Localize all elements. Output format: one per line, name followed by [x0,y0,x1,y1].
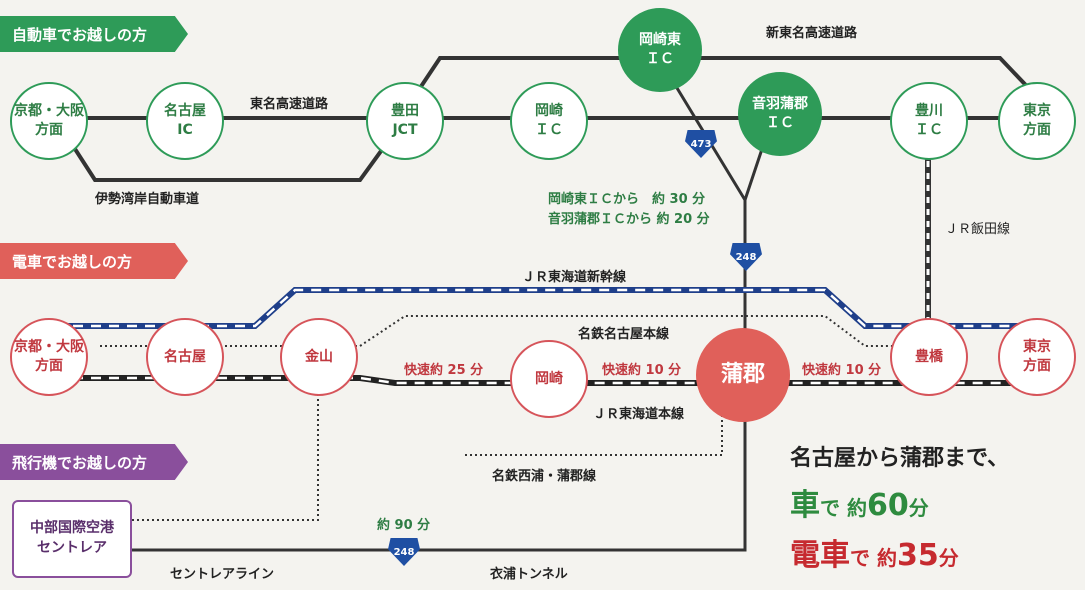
summary-car-word: 車 [790,488,820,523]
node-kanayama: 金山 [280,318,358,396]
summary-car-unit: 分 [908,496,929,520]
airport-road-line [132,410,747,552]
node-toyohashi: 豊橋 [890,318,968,396]
node-okazaki-ic: 岡崎 ＩＣ [510,82,588,160]
node-okazaki: 岡崎 [510,340,588,418]
section-tab-car: 自動車でお越しの方 [0,16,188,52]
summary-line1: 名古屋から蒲郡まで、 [790,446,1010,471]
label-isewangan: 伊勢湾岸自動車道 [95,192,200,207]
label-car-times: 岡崎東ＩＣから 約 30 分 音羽蒲郡ＩＣから 約 20 分 [548,192,710,227]
node-nagoya: 名古屋 [146,318,224,396]
summary-train-word: 電車 [790,538,850,573]
node-otowagamagori-ic: 音羽蒲郡 ＩＣ [738,72,822,156]
label-rapid-10-west: 快速約 10 分 [602,363,682,378]
summary-box: 名古屋から蒲郡まで、 車で 約60分 電車で 約35分 [790,440,1009,574]
label-shin-tomei: 新東名高速道路 [766,26,858,41]
label-jr-iida: ＪＲ飯田線 [945,222,1011,237]
label-time-90: 約 90 分 [377,518,431,533]
label-rapid-25: 快速約 25 分 [404,363,484,378]
section-tab-plane: 飛行機でお越しの方 [0,444,188,480]
section-tab-train: 電車でお越しの方 [0,243,188,279]
node-toyota-jct: 豊田 JCT [366,82,444,160]
summary-car: 車で 約60分 [790,480,1009,524]
label-jr-tokaido: ＪＲ東海道本線 [593,407,685,422]
node-gamagori: 蒲郡 [696,328,790,422]
centrair-rail-line [132,383,319,521]
summary-car-de: で 約 [820,496,867,520]
node-toyokawa-ic: 豊川 ＩＣ [890,82,968,160]
summary-train-num: 35 [896,538,939,573]
meitetsu-nishiura-line [465,410,723,456]
label-kinoura-tunnel: 衣浦トンネル [490,567,568,582]
node-train-tokyo: 東京 方面 [998,318,1076,396]
shinkansen-line [55,287,1040,329]
node-okazaki-higashi-ic: 岡崎東 ＩＣ [618,8,702,92]
node-chubu-airport: 中部国際空港 セントレア [12,500,132,578]
label-meitetsu-nagoya: 名鉄名古屋本線 [578,327,670,342]
node-car-tokyo: 東京 方面 [998,82,1076,160]
label-centrair-line: セントレアライン [170,567,275,582]
label-shinkansen: ＪＲ東海道新幹線 [522,270,627,285]
node-nagoya-ic: 名古屋 IC [146,82,224,160]
node-car-kyoto: 京都・大阪 方面 [10,82,88,160]
shinkansen-line-dash [55,288,1040,328]
summary-car-num: 60 [866,488,909,523]
label-rapid-10-east: 快速約 10 分 [802,363,882,378]
summary-train: 電車で 約35分 [790,530,1009,574]
summary-train-de: で 約 [850,546,897,570]
isewangan-line [53,116,407,182]
summary-train-unit: 分 [938,546,959,570]
label-meitetsu-nishiura: 名鉄西浦・蒲郡線 [492,469,597,484]
label-tomei: 東名高速道路 [250,97,329,112]
node-train-kyoto: 京都・大阪 方面 [10,318,88,396]
meitetsu-nagoya-line [100,315,930,347]
